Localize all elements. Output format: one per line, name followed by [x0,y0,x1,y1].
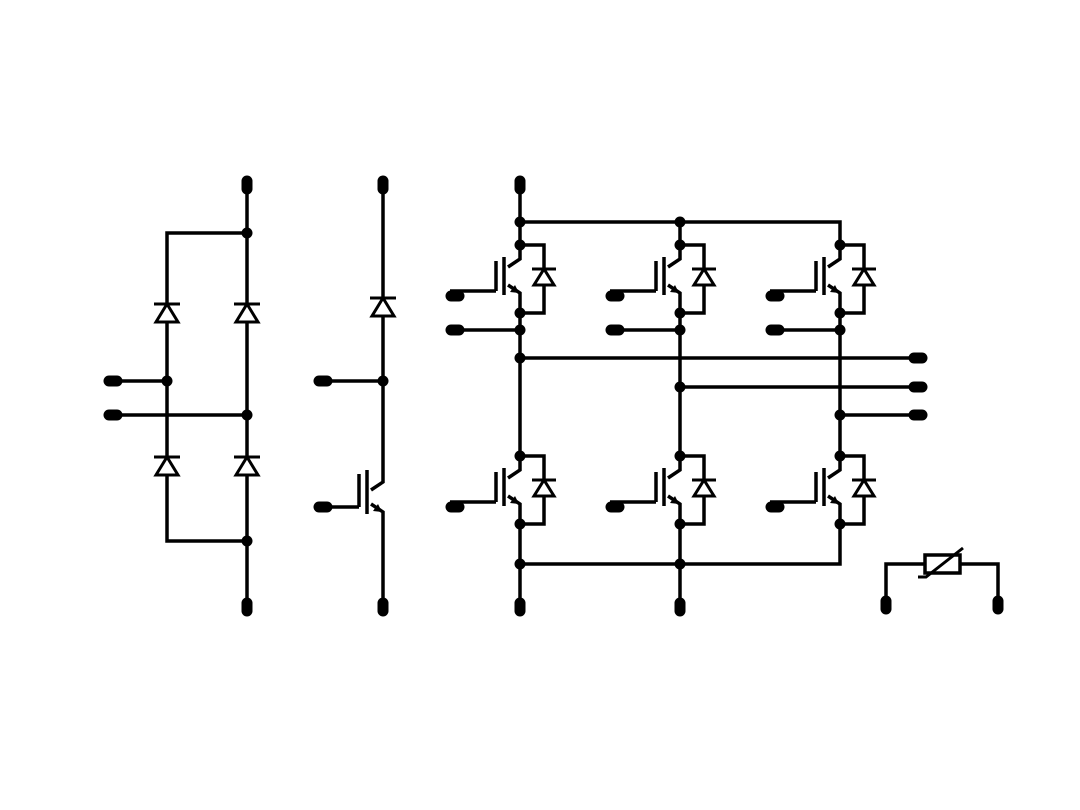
rectifier-diode-lower-left [152,455,182,477]
rectifier-diode-lower-right [232,455,262,477]
ntc-thermistor [880,546,1004,615]
inverter-igbt-lower-u [450,451,556,530]
inverter-igbt-lower-w [770,451,876,530]
three-phase-inverter [445,175,928,617]
inverter-igbt-upper-v [610,240,716,319]
brake-igbt [323,470,385,540]
rectifier-diode-upper-left [152,302,182,324]
inverter-igbt-upper-u [450,240,556,319]
brake-diode [368,296,398,318]
rectifier-diode-upper-right [232,302,262,324]
inverter-igbt-lower-v [610,451,716,530]
brake-chopper [313,175,398,617]
inverter-igbt-upper-w [770,240,876,319]
rectifier-bridge [103,175,262,617]
